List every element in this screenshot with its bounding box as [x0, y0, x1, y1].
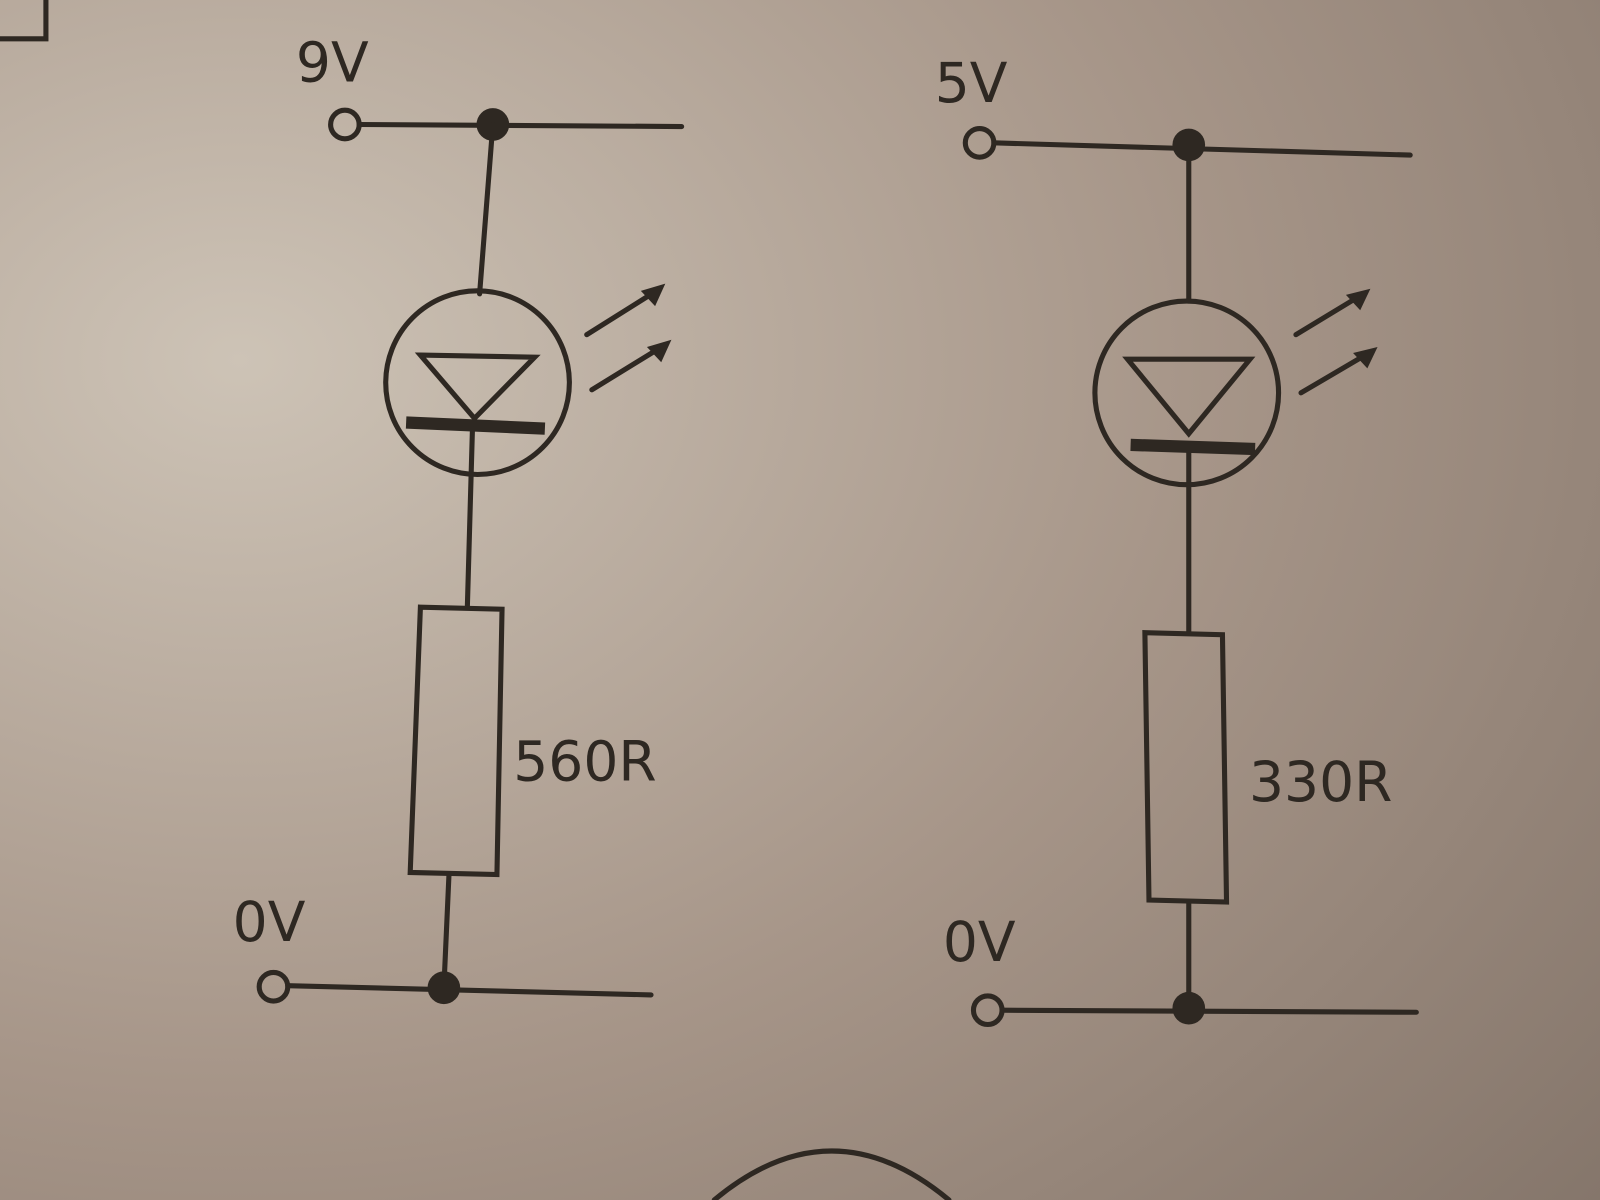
resistor-label: 330R: [1249, 750, 1392, 814]
ground-terminal: [970, 993, 1005, 1028]
ground-rail: [285, 983, 654, 998]
wire: [464, 426, 475, 610]
supply-label: 9V: [296, 31, 369, 95]
led-icon: [383, 283, 672, 478]
box-corner: [0, 0, 49, 42]
partial-arc: [711, 1148, 952, 1200]
ground-rail: [999, 1007, 1419, 1015]
led-circuit-right: 5V 330R 0V: [935, 51, 1419, 1028]
led-circuit-left: 9V 560R 0V: [233, 31, 685, 1005]
junction-node: [1172, 991, 1206, 1025]
wire: [477, 121, 496, 297]
wire: [441, 871, 452, 991]
supply-rail: [356, 121, 685, 130]
resistor: [407, 604, 505, 878]
resistor: [1142, 630, 1230, 905]
ground-terminal: [256, 969, 291, 1004]
resistor-label: 560R: [513, 730, 656, 794]
ground-label: 0V: [943, 910, 1016, 974]
supply-label: 5V: [935, 51, 1008, 115]
ground-label: 0V: [233, 890, 306, 954]
